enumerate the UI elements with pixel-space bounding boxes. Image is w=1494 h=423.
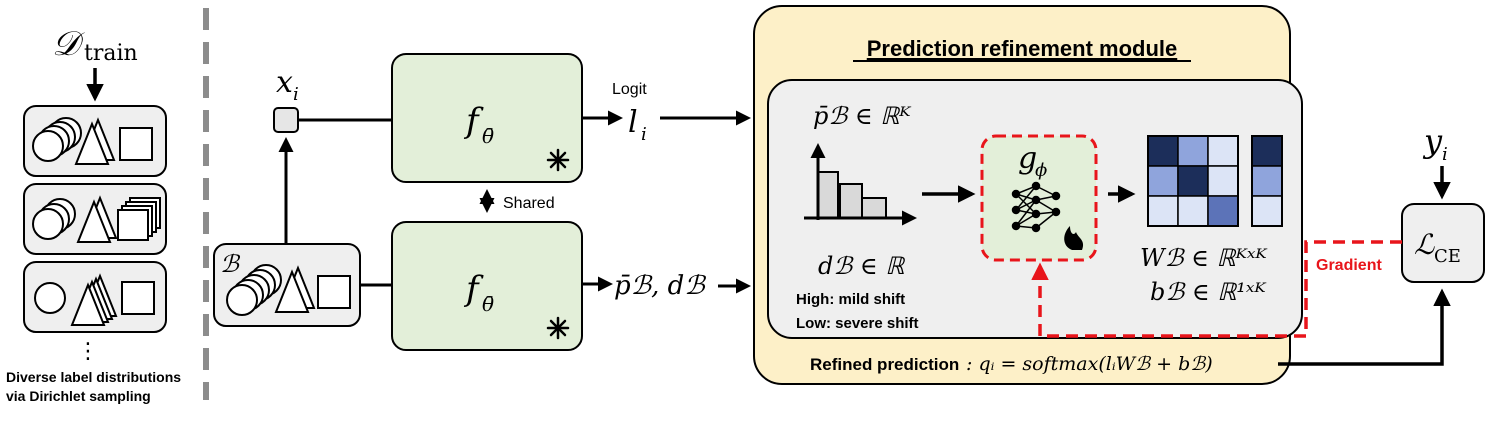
y-i-label: y i — [1422, 122, 1448, 165]
svg-text:CE: CE — [1434, 246, 1461, 267]
svg-text:𝒟: 𝒟 — [52, 24, 85, 64]
weight-matrix — [1147, 135, 1239, 227]
train-batch-1 — [23, 105, 167, 177]
snowflake-icon — [546, 148, 570, 172]
refined-prediction-label: Refined prediction : qᵢ = softmax(lᵢWℬ +… — [810, 353, 1213, 375]
train-dataset-label: 𝒟 train — [52, 24, 138, 66]
more-batches-dots: ⋮ — [77, 338, 99, 363]
svg-text:: qᵢ = softmax(lᵢWℬ + bℬ): : qᵢ = softmax(lᵢWℬ + bℬ) — [966, 353, 1213, 375]
svg-text:g: g — [1018, 141, 1037, 176]
W-label: Wℬ ∈ ℝᴷˣᴷ — [1140, 244, 1268, 272]
svg-text:l: l — [628, 105, 638, 140]
svg-text:ϕ: ϕ — [1035, 160, 1047, 181]
batch-label: ℬ — [220, 250, 241, 278]
test-batch-shapes — [226, 264, 351, 316]
svg-text:ℒ: ℒ — [1414, 228, 1435, 261]
model-bottom: f θ̄ — [391, 221, 583, 351]
model-top: f θ̄ — [391, 53, 583, 183]
x-i-label: x i — [276, 65, 299, 105]
caption-line-2: via Dirichlet sampling — [6, 388, 151, 404]
svg-text:train: train — [84, 41, 138, 66]
p-bar-d-label: p̄ℬ, dℬ — [614, 271, 706, 301]
p-bar-label: p̄ℬ ∈ ℝᴷ — [813, 102, 912, 130]
neural-network-icon — [1011, 181, 1061, 233]
l-i-label: l i — [628, 105, 647, 145]
x-i-node — [273, 107, 299, 133]
gradient-path — [1031, 240, 1402, 338]
snowflake-icon — [546, 316, 570, 340]
b-label: bℬ ∈ ℝ¹ˣᴷ — [1150, 278, 1267, 306]
svg-text:y: y — [1422, 122, 1443, 160]
d-label: dℬ ∈ ℝ — [818, 252, 905, 280]
logit-label: Logit — [612, 81, 647, 98]
caption-line-1: Diverse label distributions — [6, 369, 181, 385]
label-distribution-histogram — [804, 143, 917, 226]
prediction-to-loss-arrow — [1278, 288, 1451, 366]
g-phi-label: g ϕ — [1018, 141, 1047, 181]
train-batch-2 — [23, 183, 167, 255]
svg-text:i: i — [293, 84, 299, 105]
shared-label: Shared — [503, 195, 555, 212]
high-shift-label: High: mild shift — [796, 291, 905, 308]
svg-text:i: i — [1442, 144, 1448, 165]
svg-text:θ̄: θ̄ — [482, 292, 494, 316]
svg-text:Refined prediction: Refined prediction — [810, 355, 959, 374]
svg-text:x: x — [276, 65, 293, 100]
low-shift-label: Low: severe shift — [796, 315, 919, 332]
module-title: Prediction refinement module — [867, 36, 1178, 61]
fire-icon — [1064, 226, 1084, 250]
bias-vector — [1251, 135, 1283, 227]
svg-text:θ̄: θ̄ — [482, 124, 494, 148]
loss-label: ℒ CE — [1414, 228, 1461, 267]
svg-text:i: i — [641, 124, 647, 145]
train-batch-3 — [23, 261, 167, 333]
gradient-label: Gradient — [1316, 257, 1382, 274]
